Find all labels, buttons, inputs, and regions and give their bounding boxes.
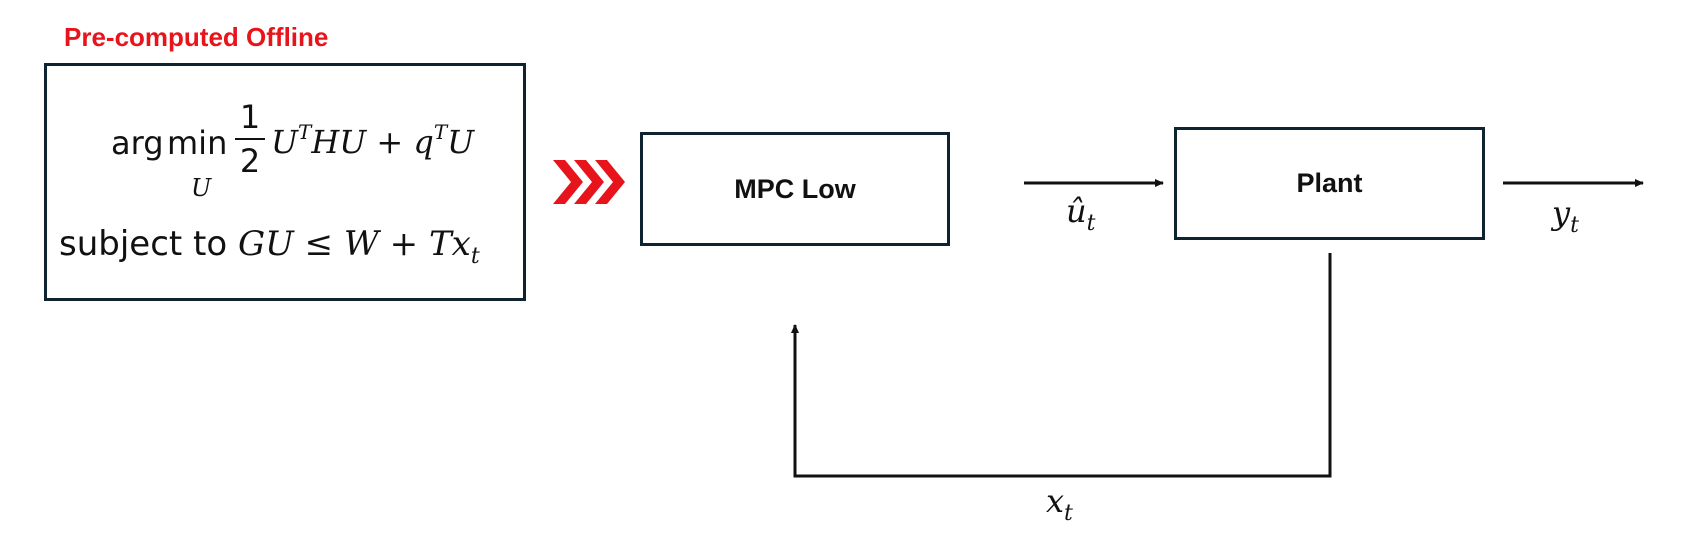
- output-signal-label: yt: [1552, 194, 1579, 238]
- transpose-2: T: [433, 120, 448, 144]
- constraint-line: subject to GU ≤ W + Txt: [59, 224, 480, 269]
- transpose-1: T: [297, 120, 312, 144]
- feedback-path-arrow: [791, 253, 1332, 478]
- state-signal-label: xt: [1046, 482, 1073, 526]
- fraction-denominator: 2: [239, 142, 261, 180]
- fraction-bar: [235, 138, 265, 140]
- quad-middle: HU + q: [311, 123, 434, 161]
- plant-block-label: Plant: [1296, 168, 1363, 198]
- subject-to-label: subject to: [59, 224, 238, 264]
- offline-title: Pre-computed Offline: [64, 22, 329, 52]
- chevron-arrow-icon: [553, 160, 625, 204]
- u-hat-subscript: t: [1086, 211, 1096, 236]
- objective-line: arg min U 1 2 UTHU + qTU: [111, 96, 511, 202]
- y-subscript: t: [1570, 213, 1579, 238]
- plant-block: Plant: [1174, 127, 1485, 240]
- quadratic-expression: UTHU + qTU: [271, 120, 474, 161]
- min-operator: min: [167, 124, 228, 162]
- arg-operator: arg: [111, 124, 164, 162]
- mpc-block: MPC Low: [640, 132, 950, 246]
- x-subscript: t: [1064, 501, 1073, 526]
- mpc-block-label: MPC Low: [734, 173, 856, 204]
- optimization-problem-box: arg min U 1 2 UTHU + qTU subject to GU ≤…: [44, 63, 526, 301]
- x-symbol: x: [1046, 482, 1065, 520]
- constraint-subscript: t: [470, 244, 480, 269]
- one-half-fraction: 1 2: [235, 98, 265, 180]
- control-signal-label: ût: [1066, 192, 1095, 236]
- constraint-expression: GU ≤ W + Tx: [237, 224, 471, 264]
- fraction-numerator: 1: [239, 98, 261, 136]
- y-symbol: y: [1552, 194, 1571, 232]
- quad-end: U: [447, 123, 475, 161]
- u-hat-symbol: û: [1066, 192, 1087, 230]
- quad-u: U: [271, 123, 298, 161]
- min-variable: U: [191, 174, 212, 202]
